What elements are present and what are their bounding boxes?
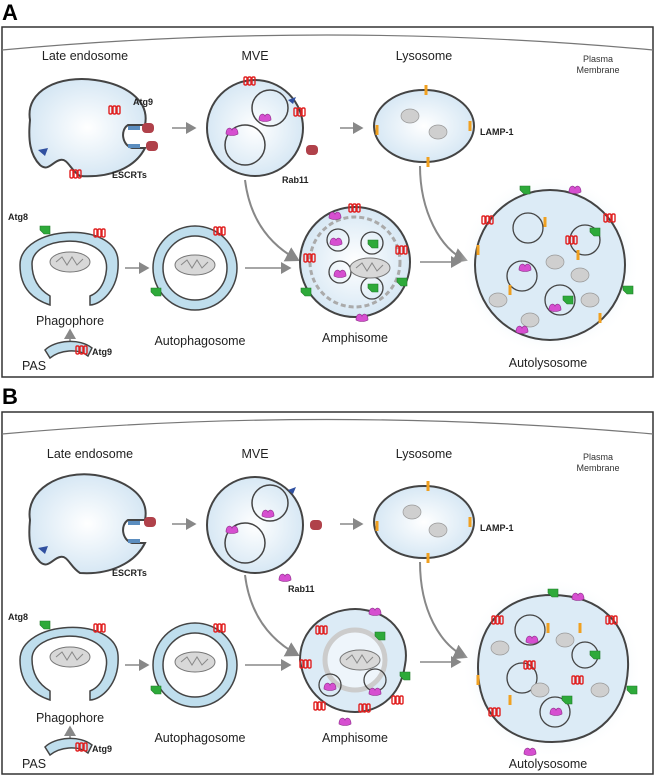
amphisome-label: Amphisome	[322, 331, 388, 345]
late-endosome	[28, 78, 158, 179]
late-endosome-label: Late endosome	[47, 447, 133, 461]
atg8-label: Atg8	[8, 612, 28, 622]
mve-label: MVE	[241, 447, 268, 461]
atg9-pas-label: Atg9	[92, 347, 112, 357]
arrow	[244, 179, 300, 262]
arrow	[419, 561, 468, 660]
autolysosome-label: Autolysosome	[509, 757, 588, 771]
autolysosome	[460, 175, 640, 355]
escrts-label: ESCRTs	[112, 568, 147, 578]
panel-a: A Plasma Membrane Late endosome Atg9 ESC…	[1, 0, 654, 378]
autolysosome-label: Autolysosome	[509, 356, 588, 370]
mve-label: MVE	[241, 49, 268, 63]
plasma-membrane-curve	[1, 418, 654, 435]
arrow	[419, 165, 468, 264]
autophagosome	[150, 225, 238, 311]
autophagosome-label: Autophagosome	[154, 731, 245, 745]
plasma-membrane-label: Plasma	[583, 54, 613, 64]
lysosome-label: Lysosome	[396, 49, 453, 63]
amphisome	[298, 607, 411, 726]
mve	[206, 476, 322, 582]
autolysosome	[462, 578, 642, 758]
atg8-label: Atg8	[8, 212, 28, 222]
lamp1-label: LAMP-1	[480, 127, 514, 137]
plasma-membrane-curve	[1, 34, 654, 51]
lysosome-label: Lysosome	[396, 447, 453, 461]
phagophore-label: Phagophore	[36, 711, 104, 725]
atg9-label: Atg9	[133, 97, 153, 107]
phagophore-label: Phagophore	[36, 314, 104, 328]
pas-label: PAS	[22, 757, 46, 771]
pas	[44, 737, 93, 757]
pas-label: PAS	[22, 359, 46, 373]
pas	[44, 340, 93, 360]
rab11-label: Rab11	[282, 175, 309, 185]
panel-b: B Plasma Membrane Late endosome ESCRTs M…	[1, 384, 654, 775]
mve	[206, 76, 318, 177]
amphisome	[299, 203, 411, 322]
plasma-membrane-label: Plasma	[583, 452, 613, 462]
plasma-membrane-label: Membrane	[576, 65, 619, 75]
lysosome	[373, 481, 475, 563]
autophagosome-label: Autophagosome	[154, 334, 245, 348]
escrts-label: ESCRTs	[112, 170, 147, 180]
late-endosome-label: Late endosome	[42, 49, 128, 63]
phagophore	[19, 620, 119, 702]
panel-letter-b: B	[2, 384, 18, 409]
late-endosome	[28, 473, 156, 575]
plasma-membrane-label: Membrane	[576, 463, 619, 473]
amphisome-label: Amphisome	[322, 731, 388, 745]
autophagosome	[150, 622, 238, 708]
lysosome	[373, 85, 475, 167]
atg9-pas-label: Atg9	[92, 744, 112, 754]
lamp1-label: LAMP-1	[480, 523, 514, 533]
rab11-label: Rab11	[288, 584, 315, 594]
phagophore	[19, 225, 119, 307]
panel-letter-a: A	[2, 0, 18, 25]
arrow	[244, 574, 300, 657]
